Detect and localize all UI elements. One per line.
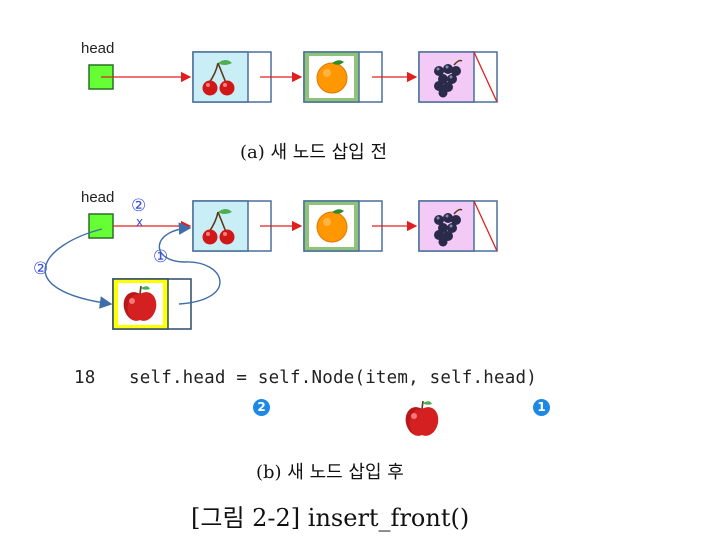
caption-b: (b) 새 노드 삽입 후 [256,462,404,483]
caption-a: (a) 새 노드 삽입 전 [240,142,388,163]
code-text: self.head = self.Node(item, self.head) [129,368,537,388]
null-slash [473,200,498,252]
code-line-number: 18 [74,368,96,388]
step1-arrow-new-to-first [158,222,221,305]
step2-label-top: ② [131,196,147,216]
node-grapes-b [418,200,498,252]
node-orange-a [303,51,383,103]
code-badge-2: 2 [253,399,270,416]
null-slash [473,51,498,103]
node-orange-b [303,200,383,252]
step2-label-left: ② [33,259,49,279]
figure-title: [그림 2-2] insert_front() [191,504,470,532]
head-label-b: head [81,189,115,206]
step2-arrow-head-to-new [44,228,113,309]
code-badge-1: 1 [533,399,550,416]
head-label-a: head [81,40,115,57]
node-grapes-a [418,51,498,103]
node-cherry-a [192,51,272,103]
diagram-a [88,51,498,103]
node-cherry-b [192,200,272,252]
new-node-apple [112,278,192,330]
step2-cross-mark: x [136,215,144,229]
head-pointer-box-b [88,213,114,239]
diagram-b [44,200,498,330]
apple-icon [404,400,440,437]
step1-label: ① [153,247,169,267]
